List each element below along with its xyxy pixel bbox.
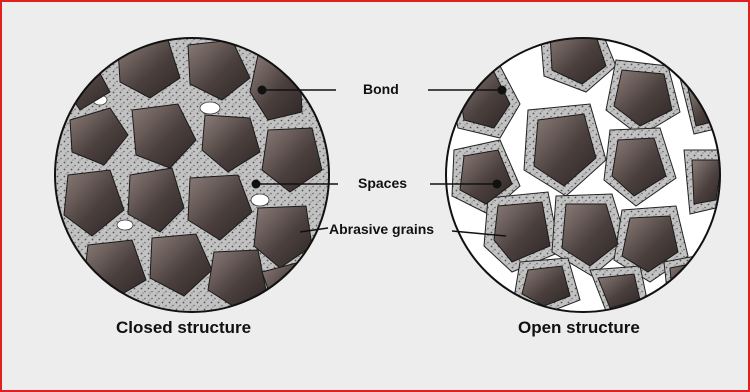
caption-open-structure: Open structure [518, 319, 640, 336]
open-structure-disc [446, 22, 730, 316]
closed-structure-disc [55, 38, 329, 312]
label-abrasive-grains: Abrasive grains [329, 222, 434, 236]
label-spaces: Spaces [358, 176, 407, 190]
caption-closed-structure: Closed structure [116, 319, 251, 336]
label-bond: Bond [363, 82, 399, 96]
